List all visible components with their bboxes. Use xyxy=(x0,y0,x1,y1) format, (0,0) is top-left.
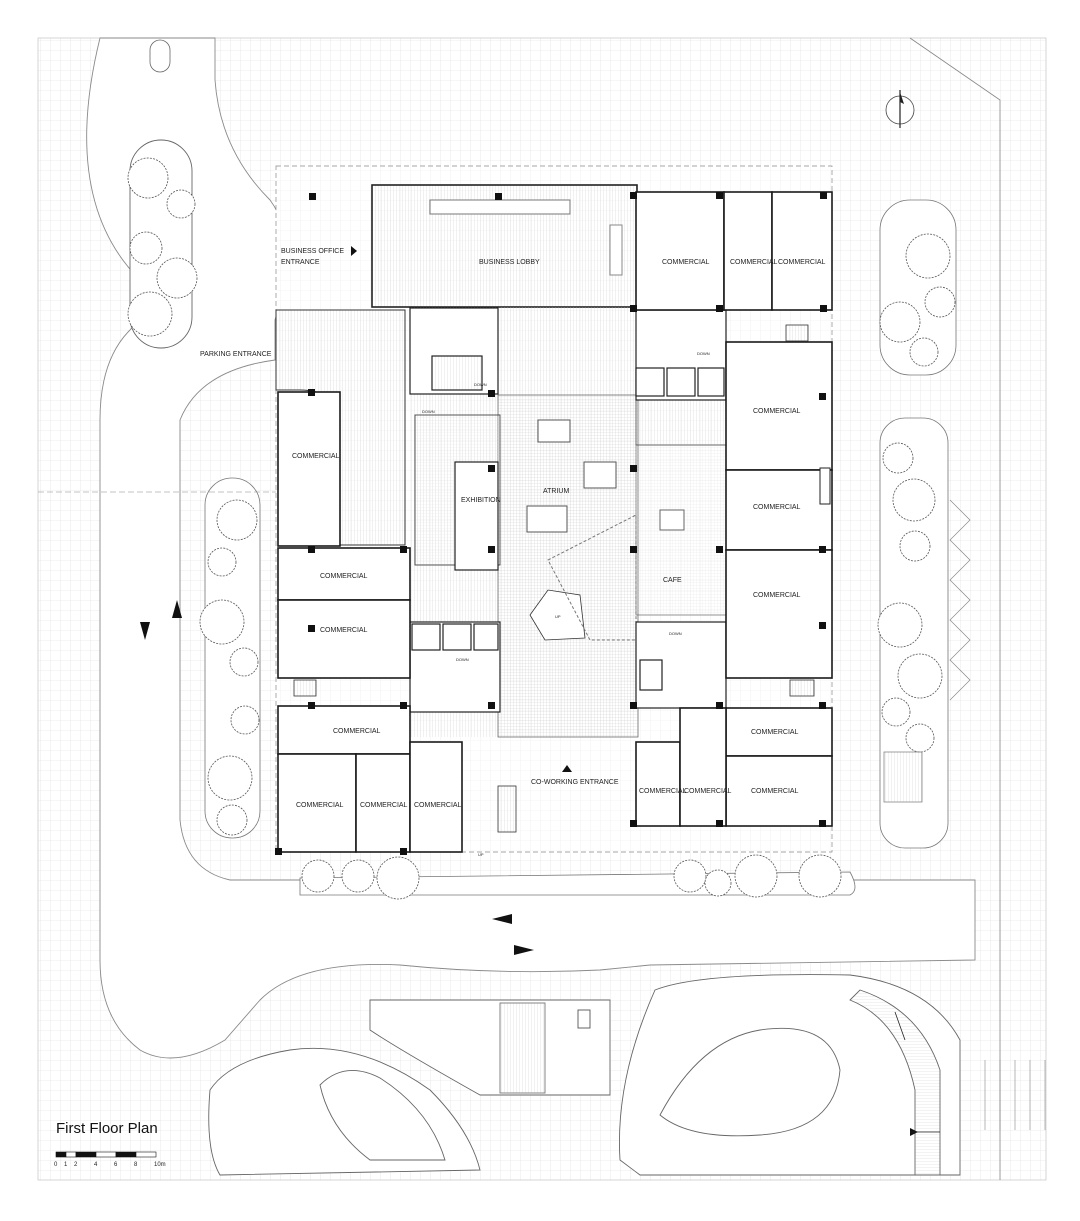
label-commercial: COMMERCIAL xyxy=(296,802,344,809)
plan-title: First Floor Plan xyxy=(56,1120,158,1137)
lobby-ramp xyxy=(819,467,831,505)
label-atrium: ATRIUM xyxy=(543,488,569,495)
label-commercial: COMMERCIAL xyxy=(778,259,826,266)
commercial-units xyxy=(277,191,833,853)
business-lobby xyxy=(371,184,638,308)
label-up: UP xyxy=(478,852,484,857)
label-commercial: COMMERCIAL xyxy=(753,408,801,415)
label-cafe: CAFE xyxy=(663,577,682,584)
scale-label: 4 xyxy=(94,1162,98,1168)
scale-label: 10m xyxy=(154,1162,166,1168)
scale-label: 1 xyxy=(64,1162,68,1168)
label-down: DOWN xyxy=(422,409,435,414)
label-commercial: COMMERCIAL xyxy=(662,259,710,266)
label-commercial: COMMERCIAL xyxy=(751,729,799,736)
label-down: DOWN xyxy=(669,631,682,636)
label-commercial: COMMERCIAL xyxy=(360,802,408,809)
label-up: UP xyxy=(555,614,561,619)
parking-stripes xyxy=(984,1060,1046,1130)
label-coworking-entrance: CO-WORKING ENTRANCE xyxy=(531,779,619,786)
roads xyxy=(86,37,976,1059)
label-commercial: COMMERCIAL xyxy=(320,573,368,580)
scale-label: 0 xyxy=(54,1162,58,1168)
label-commercial: COMMERCIAL xyxy=(753,592,801,599)
cafe xyxy=(635,444,727,616)
scale-label: 6 xyxy=(114,1162,118,1168)
label-commercial: COMMERCIAL xyxy=(639,788,687,795)
label-commercial: COMMERCIAL xyxy=(414,802,462,809)
label-down: DOWN xyxy=(474,382,487,387)
label-commercial: COMMERCIAL xyxy=(753,504,801,511)
small-stairs xyxy=(293,324,815,833)
columns xyxy=(275,192,827,855)
label-business-lobby: BUSINESS LOBBY xyxy=(479,259,540,266)
label-commercial: COMMERCIAL xyxy=(333,728,381,735)
label-business-office-entrance-2: ENTRANCE xyxy=(281,259,320,266)
label-down: DOWN xyxy=(697,351,710,356)
label-exhibition: EXHIBITION xyxy=(461,497,501,504)
exhibition xyxy=(414,414,501,571)
scale-bar: 0 1 2 4 6 8 10m xyxy=(54,1151,166,1168)
trees xyxy=(127,157,956,900)
label-commercial: COMMERCIAL xyxy=(684,788,732,795)
label-commercial: COMMERCIAL xyxy=(292,453,340,460)
service-cores xyxy=(409,307,727,713)
site-boundary xyxy=(909,37,1001,1180)
label-business-office-entrance: BUSINESS OFFICE xyxy=(281,248,344,255)
label-commercial: COMMERCIAL xyxy=(730,259,778,266)
label-commercial: COMMERCIAL xyxy=(751,788,799,795)
scale-label: 2 xyxy=(74,1162,78,1168)
north-arrow-icon xyxy=(885,90,915,128)
east-steps xyxy=(883,499,971,803)
label-down: DOWN xyxy=(456,657,469,662)
scale-label: 8 xyxy=(134,1162,138,1168)
label-commercial: COMMERCIAL xyxy=(320,627,368,634)
label-parking-entrance: PARKING ENTRANCE xyxy=(200,351,272,358)
landscape-plaza xyxy=(208,974,961,1176)
